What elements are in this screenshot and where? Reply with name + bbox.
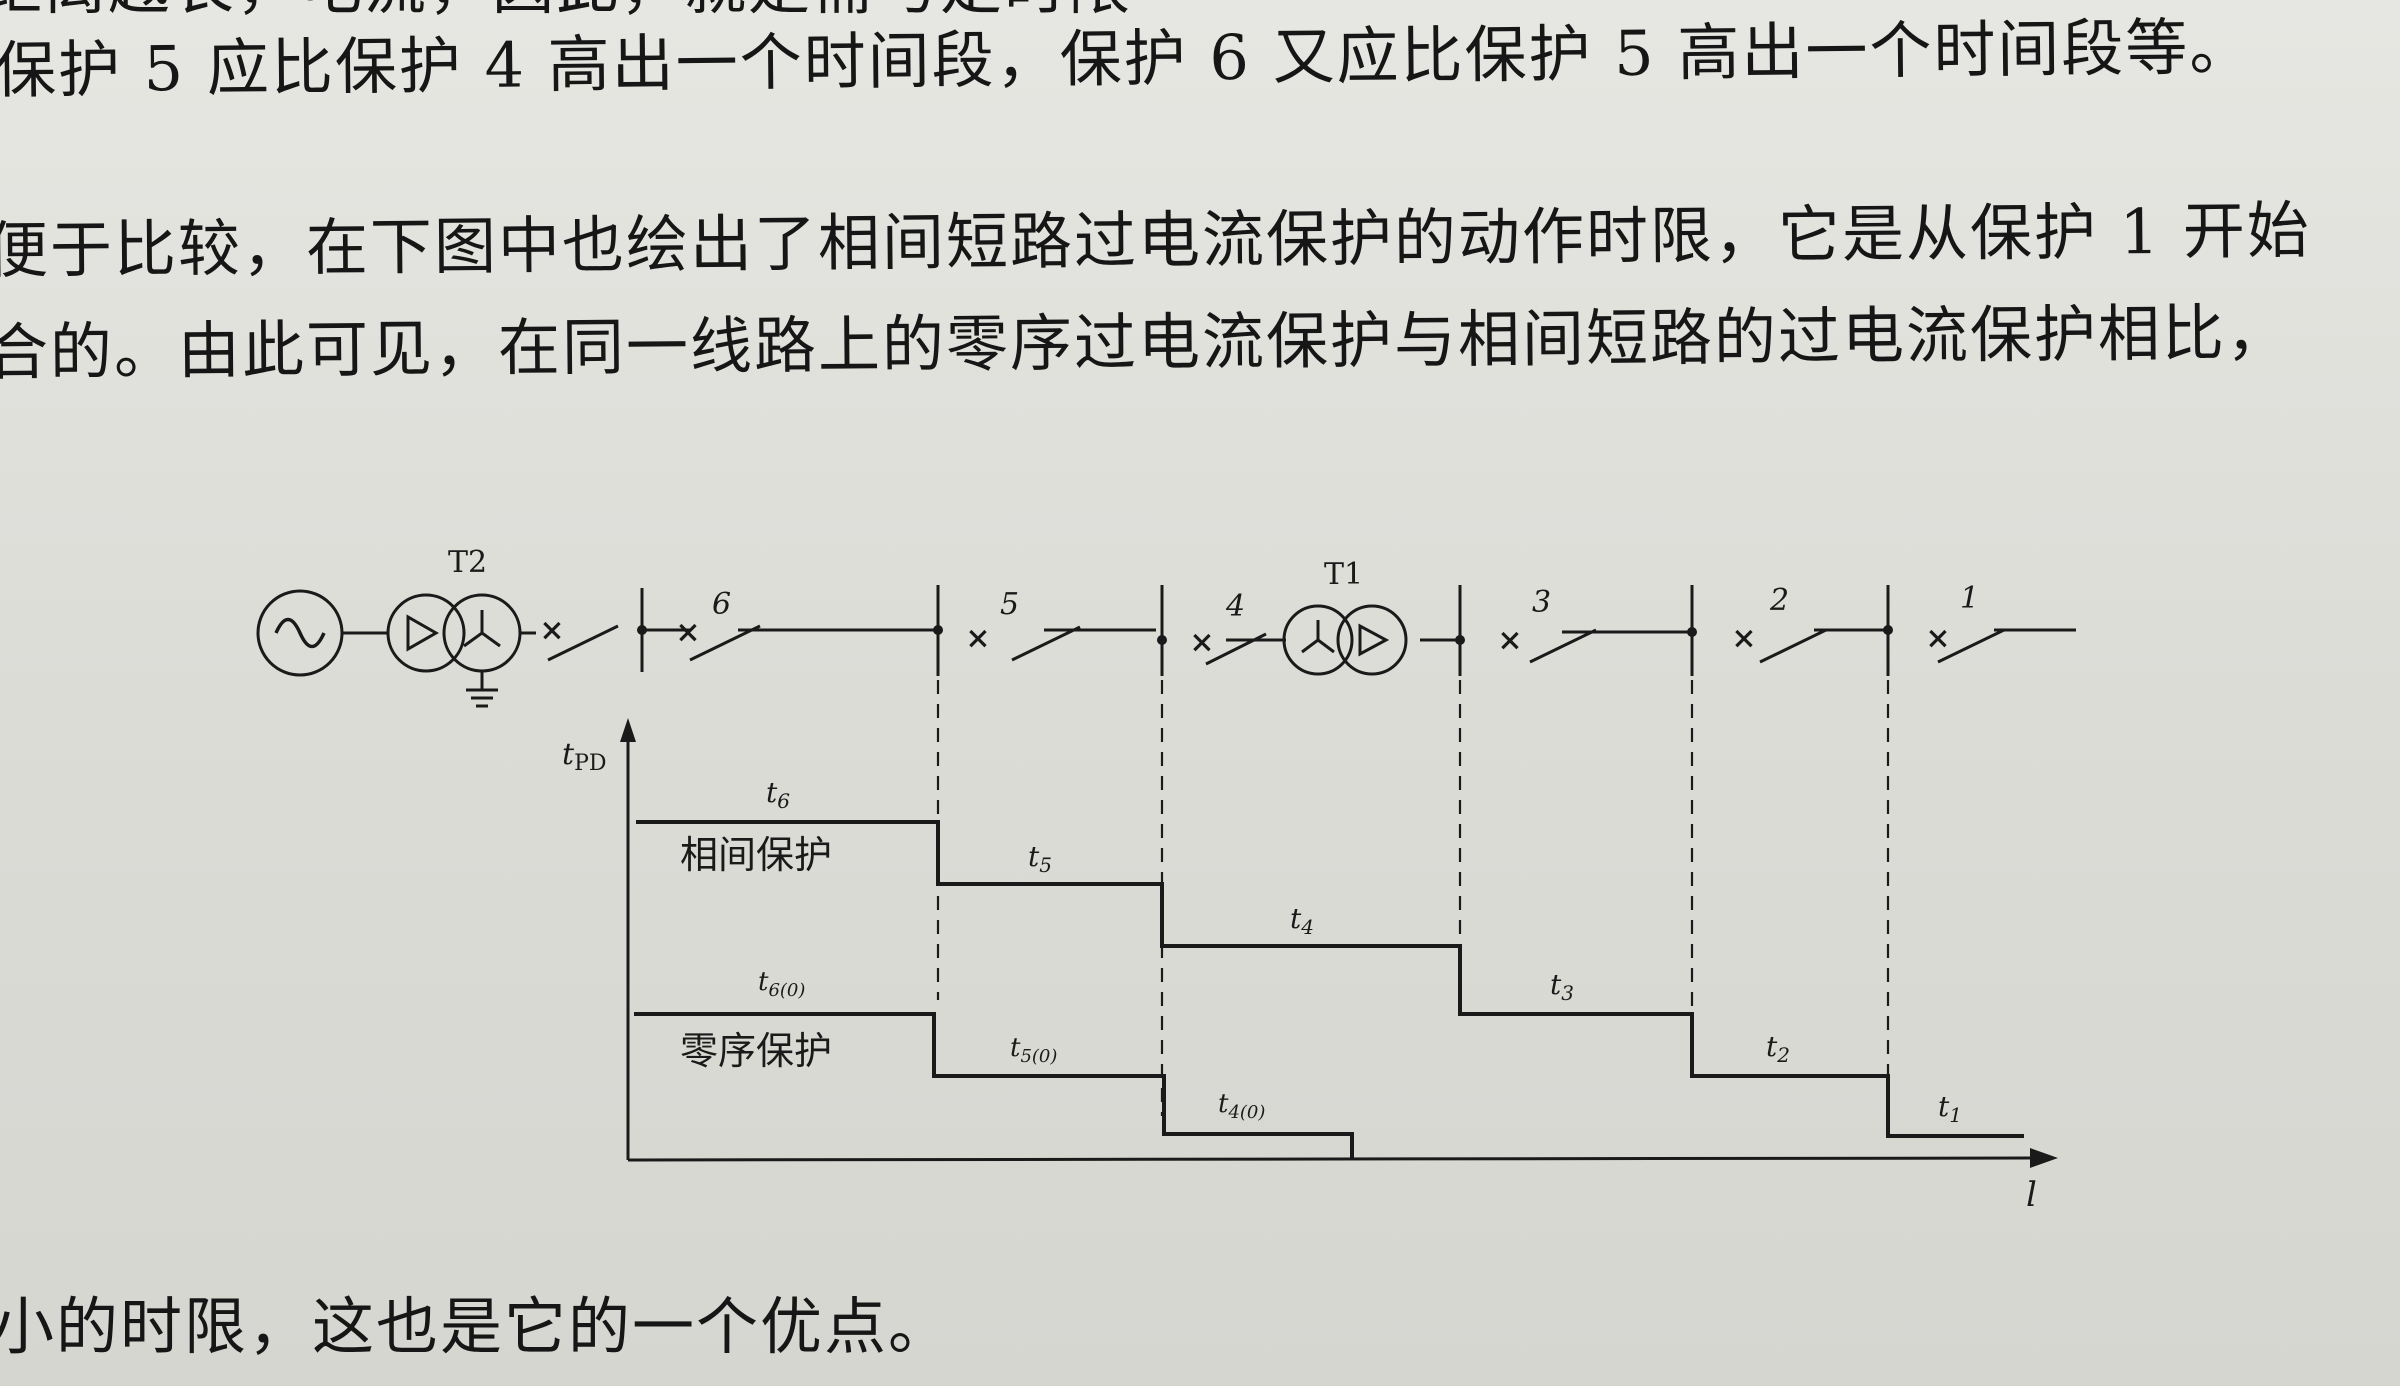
y-axis-label: tPD xyxy=(562,737,607,776)
phase-protection-curve xyxy=(636,820,2024,1138)
phase-protection-label: 相间保护 xyxy=(680,833,832,877)
label-t2: T2 xyxy=(448,545,487,580)
time-label-t1: t1 xyxy=(1938,1090,1962,1127)
breaker-mark: × xyxy=(1731,621,1756,656)
breaker-mark: × xyxy=(965,621,990,656)
x-axis-label: l xyxy=(2026,1175,2037,1215)
time-label-t6: t6 xyxy=(766,776,790,813)
transformer-t2-icon xyxy=(386,593,522,708)
text-line-bottom: 小的时限，这也是它的一个优点。 xyxy=(0,1290,953,1363)
protection-number-2: 2 xyxy=(1769,583,1789,618)
breaker-mark: × xyxy=(539,613,564,648)
time-label-t5-0: t5(0) xyxy=(1010,1033,1057,1067)
protection-number-4: 4 xyxy=(1225,589,1245,624)
transformer-t1-icon xyxy=(1282,604,1408,676)
protection-number-5: 5 xyxy=(1000,587,1019,622)
time-label-t2: t2 xyxy=(1766,1030,1790,1067)
time-label-t5: t5 xyxy=(1028,840,1052,877)
y-axis-arrow xyxy=(620,718,636,742)
protection-number-1: 1 xyxy=(1960,581,1979,616)
label-t1: T1 xyxy=(1324,557,1363,592)
zero-sequence-protection-curve xyxy=(634,1012,1354,1158)
zero-sequence-protection-label: 零序保护 xyxy=(680,1029,832,1073)
breaker-mark: × xyxy=(1497,623,1522,658)
time-label-t3: t3 xyxy=(1550,968,1574,1005)
time-label-t4-0: t4(0) xyxy=(1218,1089,1265,1123)
protection-number-6: 6 xyxy=(712,587,731,622)
time-label-t6-0: t6(0) xyxy=(758,967,805,1001)
protection-number-3: 3 xyxy=(1532,585,1551,620)
generator-icon xyxy=(256,589,344,677)
breaker-mark: × xyxy=(1925,621,1950,656)
breaker-mark: × xyxy=(1189,625,1214,660)
breaker-mark: × xyxy=(675,615,700,650)
x-axis-arrow xyxy=(2030,1148,2058,1168)
text-line-top-cut: 距离越长，电流，因此，就是需与定时限 xyxy=(0,0,1132,18)
time-label-t4: t4 xyxy=(1290,902,1314,939)
